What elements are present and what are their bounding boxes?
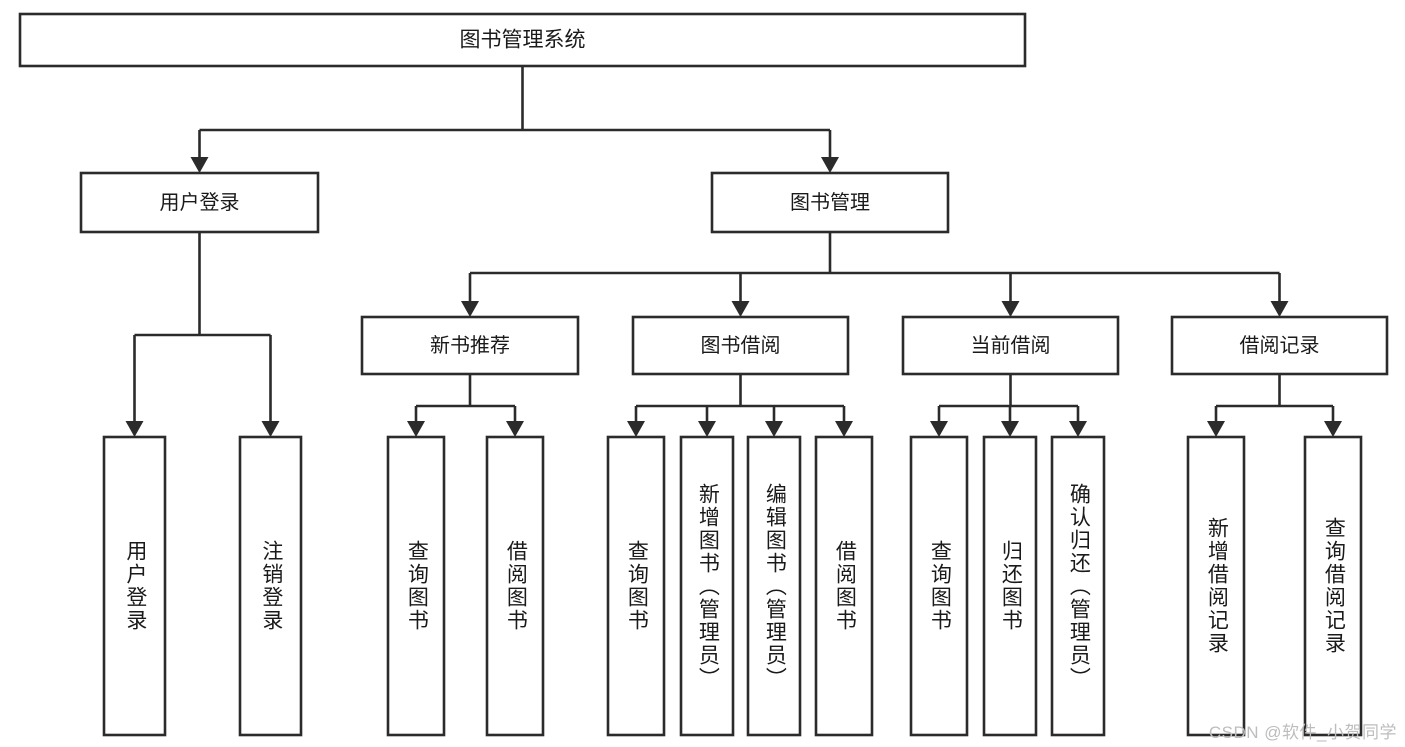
arrow-head-icon <box>1324 421 1342 437</box>
arrow-head-icon <box>1001 301 1020 317</box>
node-box-root[interactable] <box>18 12 1027 68</box>
arrow-head-icon <box>698 421 716 437</box>
arrow-head-icon <box>261 421 280 437</box>
arrow-head-icon <box>765 421 783 437</box>
arrow-head-icon <box>930 421 948 437</box>
node-box-borrow-record[interactable] <box>1170 315 1389 376</box>
node-box-current-borrow[interactable] <box>901 315 1120 376</box>
leaf-box-leaf-confirm-return[interactable] <box>1050 435 1106 737</box>
arrow-head-icon <box>461 301 479 317</box>
arrow-head-icon <box>1207 421 1225 437</box>
arrow-head-icon <box>407 421 425 437</box>
node-label-current-borrow: 当前借阅 <box>971 334 1051 357</box>
leaf-box-leaf-edit-book[interactable] <box>746 435 802 737</box>
leaf-box-leaf-query-book-2[interactable] <box>606 435 666 737</box>
node-label-book-borrow: 图书借阅 <box>701 334 781 357</box>
arrow-head-icon <box>506 421 524 437</box>
leaf-box-leaf-query-record[interactable] <box>1303 435 1363 737</box>
leaf-box-leaf-user-login[interactable] <box>102 435 167 737</box>
node-label-borrow-record: 借阅记录 <box>1240 334 1320 357</box>
node-label-root: 图书管理系统 <box>460 29 586 52</box>
node-label-user-login: 用户登录 <box>160 191 240 214</box>
arrow-head-icon <box>821 157 839 173</box>
arrow-head-icon <box>835 421 853 437</box>
node-box-book-manage[interactable] <box>710 171 950 234</box>
arrow-head-icon <box>1270 301 1289 317</box>
leaf-box-leaf-borrow-book-1[interactable] <box>485 435 545 737</box>
boxes-layer <box>18 12 1389 737</box>
arrow-head-icon <box>125 421 144 437</box>
leaf-box-leaf-query-book-3[interactable] <box>909 435 969 737</box>
leaf-box-leaf-logout[interactable] <box>238 435 303 737</box>
arrow-head-icon <box>731 301 750 317</box>
arrow-head-icon <box>627 421 645 437</box>
arrow-head-icon <box>1001 421 1019 437</box>
watermark-text: CSDN @软件_小贺同学 <box>1208 723 1397 742</box>
leaf-box-leaf-add-book[interactable] <box>679 435 735 737</box>
node-label-book-manage: 图书管理 <box>790 191 870 214</box>
node-label-new-book-rec: 新书推荐 <box>430 334 510 357</box>
leaf-box-leaf-query-book-1[interactable] <box>386 435 446 737</box>
node-box-new-book-rec[interactable] <box>360 315 580 376</box>
leaf-box-leaf-borrow-book-2[interactable] <box>814 435 874 737</box>
leaf-box-leaf-add-record[interactable] <box>1186 435 1246 737</box>
arrow-head-icon <box>190 157 209 173</box>
leaf-box-leaf-return-book[interactable] <box>982 435 1038 737</box>
connectors-layer <box>125 66 1342 437</box>
node-box-user-login[interactable] <box>79 171 320 234</box>
node-box-book-borrow[interactable] <box>631 315 850 376</box>
arrow-head-icon <box>1069 421 1087 437</box>
